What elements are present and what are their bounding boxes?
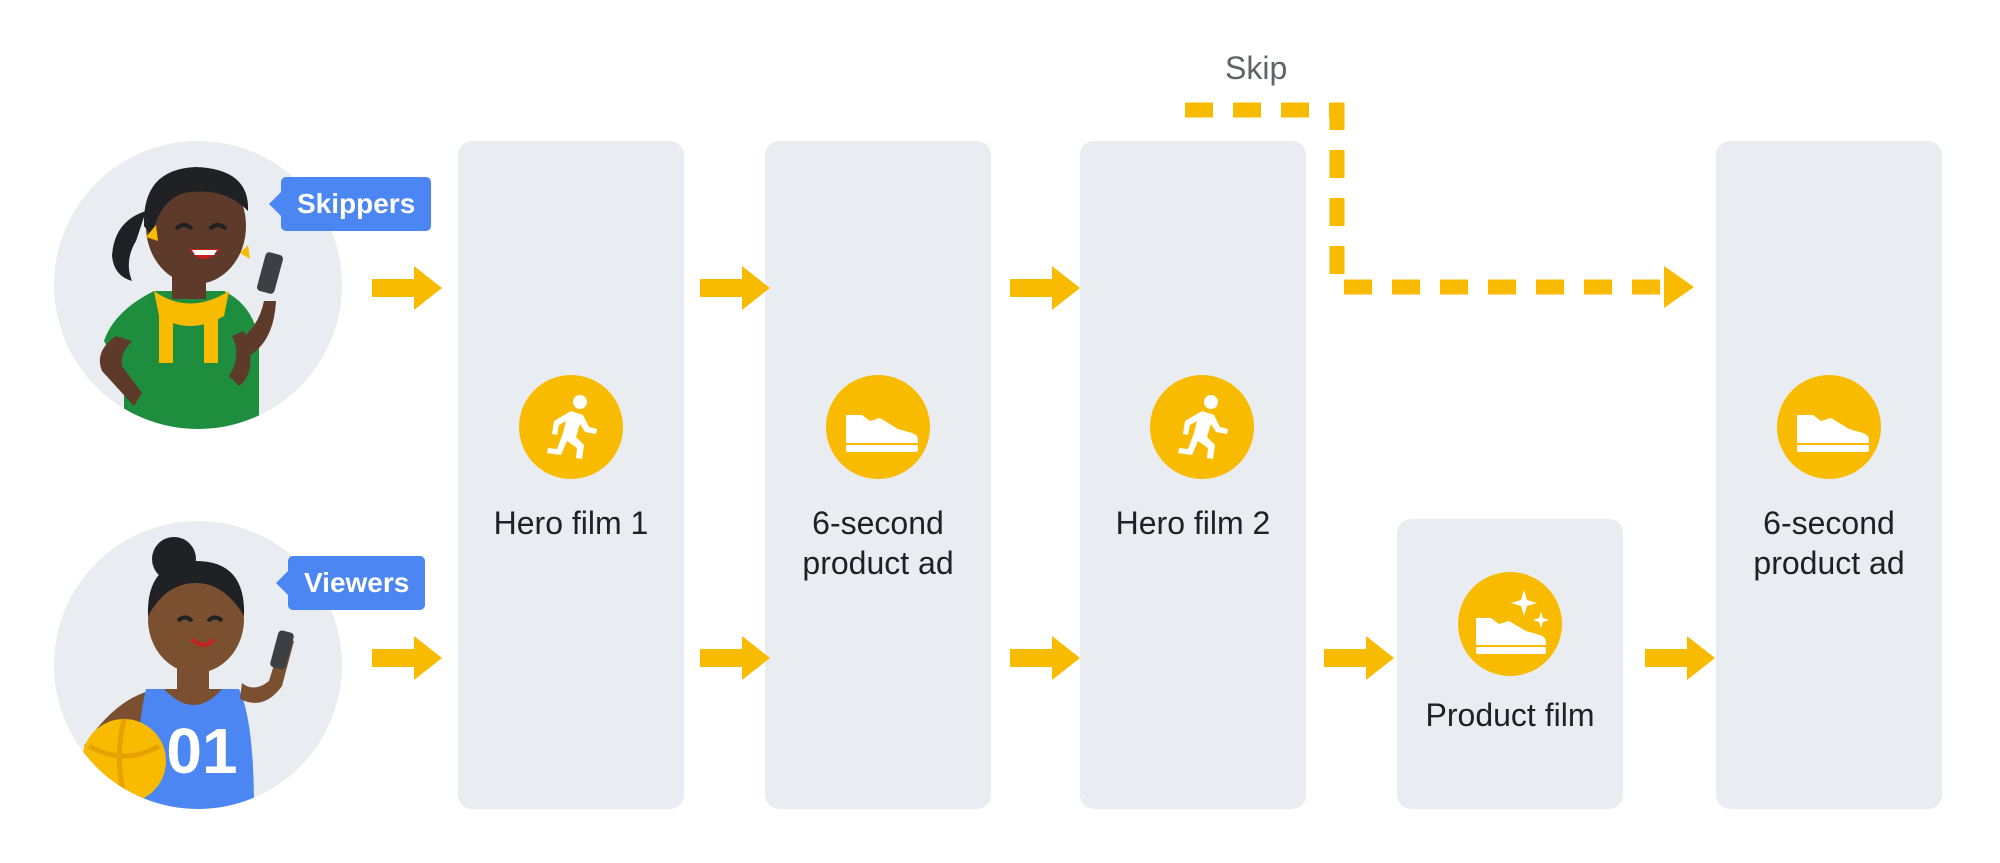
arrow-icon [700,636,770,680]
skip-label: Skip [1225,50,1288,86]
card-label: 6-second product ad [802,505,954,581]
card-hero-film-1: Hero film 1 [458,141,684,809]
arrow-icon [1645,636,1715,680]
arrow-icon [1010,266,1080,310]
arrow-icon [1324,636,1394,680]
sparkle-sneaker-icon [1458,572,1562,676]
sneaker-icon [826,375,930,479]
arrow-icon [372,266,442,310]
card-label: Hero film 2 [1115,505,1271,541]
viewer-avatar: 01 [54,521,342,809]
jersey-number: 01 [166,715,237,787]
sneaker-icon [1777,375,1881,479]
runner-icon [519,375,623,479]
card-6-second-product-ad-2: 6-second product ad [1716,141,1942,809]
arrow-icon [1010,636,1080,680]
audience-badge-viewers: Viewers [275,556,426,610]
card-product-film: Product film [1397,519,1623,809]
arrow-icon [700,266,770,310]
arrow-icon [372,636,442,680]
skip-dashed-path [1185,102,1694,308]
card-label: 6-second product ad [1753,505,1905,581]
runner-icon [1150,375,1254,479]
card-hero-film-2: Hero film 2 [1080,141,1306,809]
card-label: Product film [1425,697,1595,733]
audience-badge-skippers: Skippers [268,177,432,231]
card-6-second-product-ad-1: 6-second product ad [765,141,991,809]
card-label: Hero film 1 [493,505,649,541]
